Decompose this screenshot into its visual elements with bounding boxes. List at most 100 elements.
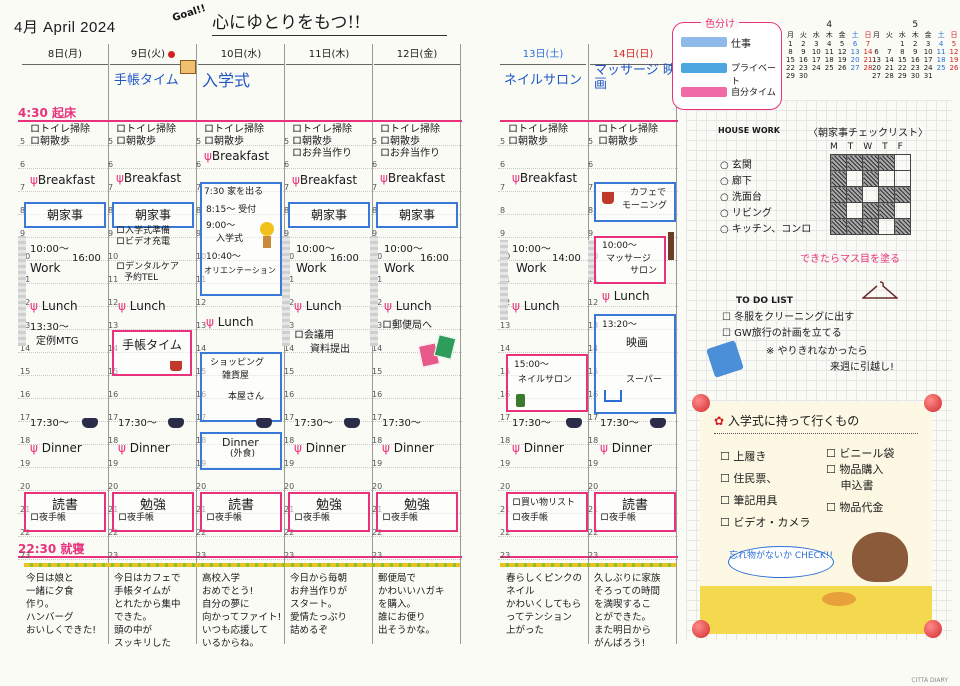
hour-label: 21 [588, 505, 598, 514]
hour-label: 9 [588, 229, 594, 238]
bring-item[interactable]: ☐ 筆記用具 [720, 494, 778, 507]
todo-item[interactable]: ☐ GW旅行の計画を立てる [722, 328, 842, 339]
breakfast-thu: ψBreakfast [292, 173, 358, 187]
shopping-box: ショッピング 雑貨屋 本屋さん [200, 352, 282, 422]
hour-label: 19 [588, 459, 599, 468]
hour-line [498, 191, 678, 192]
task-charge: ロビデオ充電 [116, 237, 171, 247]
task-meeting-doc: ロ会議用 [294, 330, 334, 341]
calendar-day: 20 [872, 64, 881, 72]
breakfast-wed: ψBreakfast [204, 149, 270, 163]
kaji-tue: 朝家事 [112, 202, 194, 228]
pancake-icon [822, 592, 856, 606]
check-cell[interactable] [846, 218, 863, 235]
read-box-wed: 読書 ロ夜手帳 [200, 492, 282, 532]
check-cell[interactable] [862, 186, 879, 203]
calendar-day: 18 [936, 56, 946, 64]
bring-item[interactable]: ☐ ビニール袋 [826, 447, 895, 460]
hour-label: 17 [108, 413, 119, 422]
bear-icon [852, 532, 908, 582]
movie-time: 13:20〜 [602, 320, 637, 330]
check-cell[interactable] [830, 170, 847, 187]
check-cell[interactable] [846, 186, 863, 203]
day-header-wed: 10日(水) [198, 46, 284, 65]
check-cell[interactable] [878, 170, 895, 187]
pot-icon [82, 418, 98, 428]
check-cell[interactable] [878, 154, 895, 171]
time-bar [282, 236, 290, 346]
study-label: 勉強 [139, 498, 166, 513]
breakfast-tue: ψBreakfast [116, 171, 182, 185]
check-cell[interactable] [862, 218, 879, 235]
check-cell[interactable] [894, 218, 911, 235]
task-toilet: ロトイレ掃除 [598, 124, 658, 135]
bring-item[interactable]: 申込書 [826, 479, 874, 492]
bring-item[interactable]: ☐ 住民票、 [720, 472, 778, 485]
hour-label: 20 [196, 482, 207, 491]
check-cell[interactable] [830, 202, 847, 219]
mini-calendar-title: 5 [912, 20, 919, 30]
night-note: ロ夜手帳 [382, 513, 419, 523]
todo-list: ☐ 冬服をクリーニングに出す ☐ GW旅行の計画を立てる [722, 310, 854, 342]
wake-line [18, 120, 462, 122]
check-cell[interactable] [846, 154, 863, 171]
hour-label: 22 [284, 528, 295, 537]
hour-label: 6 [20, 160, 26, 169]
hour-line [18, 329, 462, 330]
hour-label: 8 [20, 206, 26, 215]
bring-item[interactable]: ☐ ビデオ・カメラ [720, 516, 811, 529]
check-cell[interactable] [846, 202, 863, 219]
calendar-day: 23 [910, 64, 920, 72]
column-divider [460, 44, 461, 644]
supermarket: スーパー [626, 375, 662, 385]
hour-label: 7 [372, 183, 378, 192]
night-note: ロ夜手帳 [206, 513, 243, 523]
column-divider [676, 44, 677, 644]
check-cell[interactable] [862, 154, 879, 171]
dinner-time: 17:30〜 [294, 418, 333, 429]
hour-label: 6 [372, 160, 378, 169]
flower-icon [260, 222, 274, 236]
check-cell[interactable] [830, 186, 847, 203]
bring-title: ✿ 入学式に持って行くもの [714, 412, 918, 434]
check-cell[interactable] [894, 186, 911, 203]
day-header-mon: 8日(月) [22, 46, 108, 65]
check-cell[interactable] [862, 202, 879, 219]
hour-label: 13 [108, 321, 119, 330]
calendar-day: 10 [923, 48, 933, 56]
calendar-day: 1 [900, 40, 905, 48]
hour-label: 11 [108, 275, 119, 284]
study-label: 勉強 [315, 498, 342, 513]
todo-item[interactable]: ☐ 冬服をクリーニングに出す [722, 312, 855, 323]
meeting-time: 13:30〜 [30, 322, 69, 333]
bring-item[interactable]: ☐ 物品代金 [826, 501, 884, 514]
hour-label: 5 [372, 137, 378, 146]
time-start: 10:00〜 [30, 244, 69, 255]
check-cell[interactable] [878, 218, 895, 235]
check-cell[interactable] [830, 218, 847, 235]
bring-item[interactable]: ☐ 物品購入 [826, 463, 884, 476]
check-cell[interactable] [894, 154, 911, 171]
check-cell[interactable] [878, 186, 895, 203]
hour-label: 9 [372, 229, 378, 238]
calendar-day: 11 [824, 48, 834, 56]
cafe: カフェで [630, 188, 667, 198]
todo-title: TO DO LIST [736, 296, 793, 306]
day-header-fri: 12日(金) [374, 46, 460, 65]
calendar-day: 5 [839, 40, 845, 48]
check-cell[interactable] [878, 202, 895, 219]
calendar-day [935, 72, 948, 80]
calendar-day: 11 [936, 48, 946, 56]
calendar-day: 15 [897, 56, 907, 64]
check-cell[interactable] [830, 154, 847, 171]
hour-label: 8 [500, 206, 506, 215]
check-cell[interactable] [894, 170, 911, 187]
check-cell[interactable] [862, 170, 879, 187]
hour-label: 18 [20, 436, 31, 445]
check-cell[interactable] [846, 170, 863, 187]
task-walk: ロ朝散歩 [292, 136, 332, 147]
check-cell[interactable] [894, 202, 911, 219]
task-post-office: ロ郵便局へ [382, 320, 432, 331]
bring-item[interactable]: ☐ 上履き [720, 450, 767, 463]
calendar-day: 7 [887, 48, 892, 56]
